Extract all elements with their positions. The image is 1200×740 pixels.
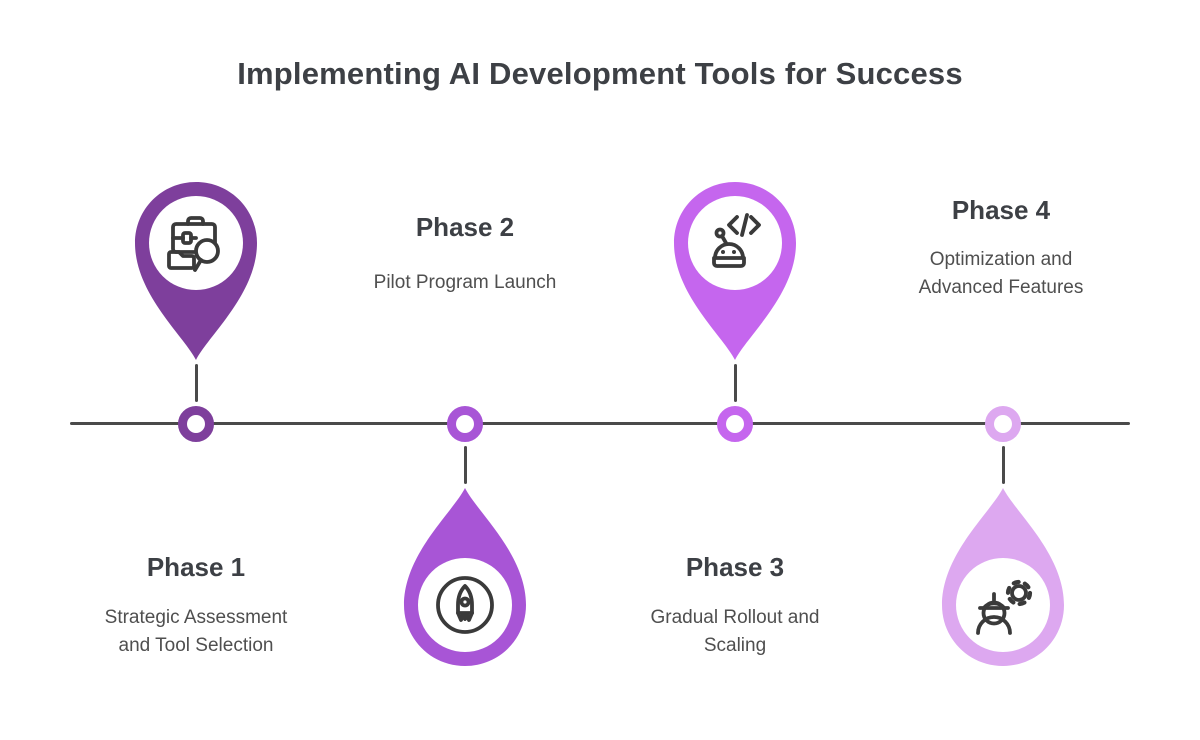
timeline-node-phase1: [178, 406, 214, 442]
rocket-icon: [436, 576, 494, 634]
phase4-title: Phase 4: [951, 195, 1051, 225]
engineer-gear-icon: [976, 579, 1033, 635]
briefcase-search-icon: [167, 216, 220, 272]
page-title: Implementing AI Development Tools for Su…: [237, 56, 963, 91]
phase4-pin-marker: [942, 488, 1064, 666]
phase1-pin-marker: [135, 182, 257, 360]
pin-inner-circle: [688, 196, 782, 290]
phase4-description: Optimization and Advanced Features: [918, 249, 1084, 298]
phase1-text-block: Phase 1 Strategic Assessment and Tool Se…: [46, 552, 346, 659]
phase2-text-block: Phase 2 Pilot Program Launch: [315, 212, 615, 297]
phase4-text-block: Phase 4 Optimization and Advanced Featur…: [851, 195, 1151, 301]
phase3-description: Gradual Rollout and Scaling: [650, 607, 820, 656]
phase2-description: Pilot Program Launch: [373, 272, 557, 293]
timeline-node-ring: [178, 406, 214, 442]
phase3-pin-marker: [674, 182, 796, 360]
connector-phase2: [463, 446, 467, 484]
phase3-text-block: Phase 3 Gradual Rollout and Scaling: [585, 552, 885, 659]
timeline-node-ring: [717, 406, 753, 442]
timeline-node-phase3: [717, 406, 753, 442]
timeline-node-phase4: [985, 406, 1021, 442]
connector-phase4: [1001, 446, 1005, 484]
phase2-pin-marker: [404, 488, 526, 666]
timeline-line: [70, 422, 1130, 425]
phase3-title: Phase 3: [685, 552, 785, 582]
timeline-node-ring: [447, 406, 483, 442]
phase2-title: Phase 2: [415, 212, 515, 242]
robot-code-icon: [712, 213, 761, 268]
connector-phase1: [194, 364, 198, 402]
timeline-node-phase2: [447, 406, 483, 442]
timeline-node-ring: [985, 406, 1021, 442]
pin-inner-circle: [149, 196, 243, 290]
phase1-description: Strategic Assessment and Tool Selection: [104, 607, 288, 656]
connector-phase3: [733, 364, 737, 402]
phase1-title: Phase 1: [146, 552, 246, 582]
